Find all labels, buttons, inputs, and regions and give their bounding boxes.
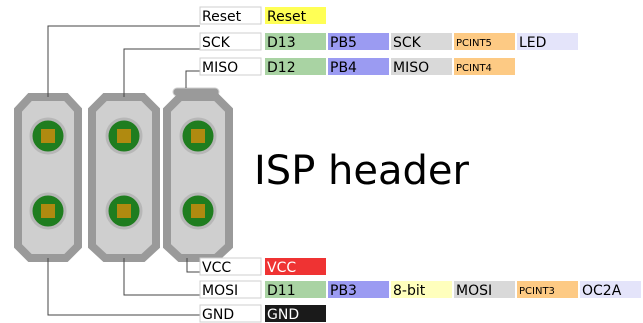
pin-label-row: SCK D13 PB5 SCK PCINT5 LED <box>199 32 578 51</box>
pin-tag-box <box>265 58 326 75</box>
pin-tag-box <box>328 281 389 298</box>
diagram-title: ISP header <box>254 148 469 194</box>
pin-tag-label: MISO <box>393 60 429 76</box>
pin-name-box <box>199 32 262 51</box>
wire-sck <box>123 48 200 97</box>
pin-tag-box <box>265 258 326 275</box>
pad-sck <box>105 117 143 155</box>
pin-tag-label: OC2A <box>582 283 622 299</box>
pin-tag-label: PCINT4 <box>456 63 492 74</box>
pin-name-label: GND <box>202 307 234 323</box>
pin-tag-box <box>391 33 452 50</box>
header-pads <box>29 117 217 230</box>
pin-name-label: MISO <box>202 60 238 76</box>
pin-tag-box <box>328 33 389 50</box>
pad-gnd <box>179 192 217 230</box>
pin-name-label: SCK <box>202 35 231 51</box>
pin-tag-box <box>265 281 326 298</box>
pin-tag-label: GND <box>267 307 299 323</box>
pin-label-row: GND GND <box>199 304 326 323</box>
pin-tag-box <box>454 281 515 298</box>
pin-name-box <box>199 280 262 299</box>
pin-tag-label: Reset <box>267 9 307 25</box>
pin-name-box <box>199 304 262 323</box>
pin-tag-label: D11 <box>267 283 296 299</box>
pin-name-label: Reset <box>202 9 242 25</box>
pad-miso <box>29 117 67 155</box>
pin-tag-label: SCK <box>393 35 422 51</box>
wire-vcc <box>186 258 200 273</box>
pin-tag-box <box>328 58 389 75</box>
pin-tag-label: LED <box>519 35 546 51</box>
wire-reset <box>47 25 200 97</box>
pin-tag-label: PCINT5 <box>456 38 492 49</box>
pin-name-label: VCC <box>202 260 231 276</box>
pin-name-box <box>199 57 262 76</box>
pin-name-label: MOSI <box>202 283 238 299</box>
pin-tag-label: PCINT3 <box>519 286 555 297</box>
pin-tag-box <box>580 281 641 298</box>
pin-label-row: Reset Reset <box>199 6 326 25</box>
wire-miso <box>185 70 200 88</box>
pin-tag-label: MOSI <box>456 283 492 299</box>
pin-label-row: MISO D12 PB4 MISO PCINT4 <box>199 57 515 76</box>
pin-label-row: MOSI D11 PB3 8-bit MOSI PCINT3 OC2A <box>199 280 641 299</box>
pin-tag-box <box>265 305 326 322</box>
wire-mosi <box>123 258 200 296</box>
wire-gnd <box>47 258 200 316</box>
pin-tag-label: VCC <box>267 260 296 276</box>
isp-header-body <box>14 87 233 262</box>
pin-tag-box <box>265 7 326 24</box>
pin-name-box <box>199 257 262 276</box>
pad-reset <box>179 117 217 155</box>
pin-tag-label: 8-bit <box>393 283 426 299</box>
pin-label-row: VCC VCC <box>199 257 326 276</box>
pin-tag-box <box>391 58 452 75</box>
pin-name-box <box>199 6 262 25</box>
pin-labels: Reset Reset SCK D13 PB5 SCK PCINT5 LED M… <box>199 6 641 323</box>
pin-tag-label: PB4 <box>330 60 357 76</box>
pin-tag-box <box>454 58 515 75</box>
pin-tag-label: D12 <box>267 60 296 76</box>
pin-tag-box <box>391 281 452 298</box>
pin-tag-box <box>454 33 515 50</box>
pin-tag-box <box>517 281 578 298</box>
pin-tag-label: PB5 <box>330 35 357 51</box>
pin-tag-box <box>517 33 578 50</box>
pad-vcc <box>29 192 67 230</box>
leader-wires <box>47 25 200 316</box>
pin-tag-label: D13 <box>267 35 296 51</box>
pin-tag-box <box>265 33 326 50</box>
pad-mosi <box>105 192 143 230</box>
pin-tag-label: PB3 <box>330 283 357 299</box>
